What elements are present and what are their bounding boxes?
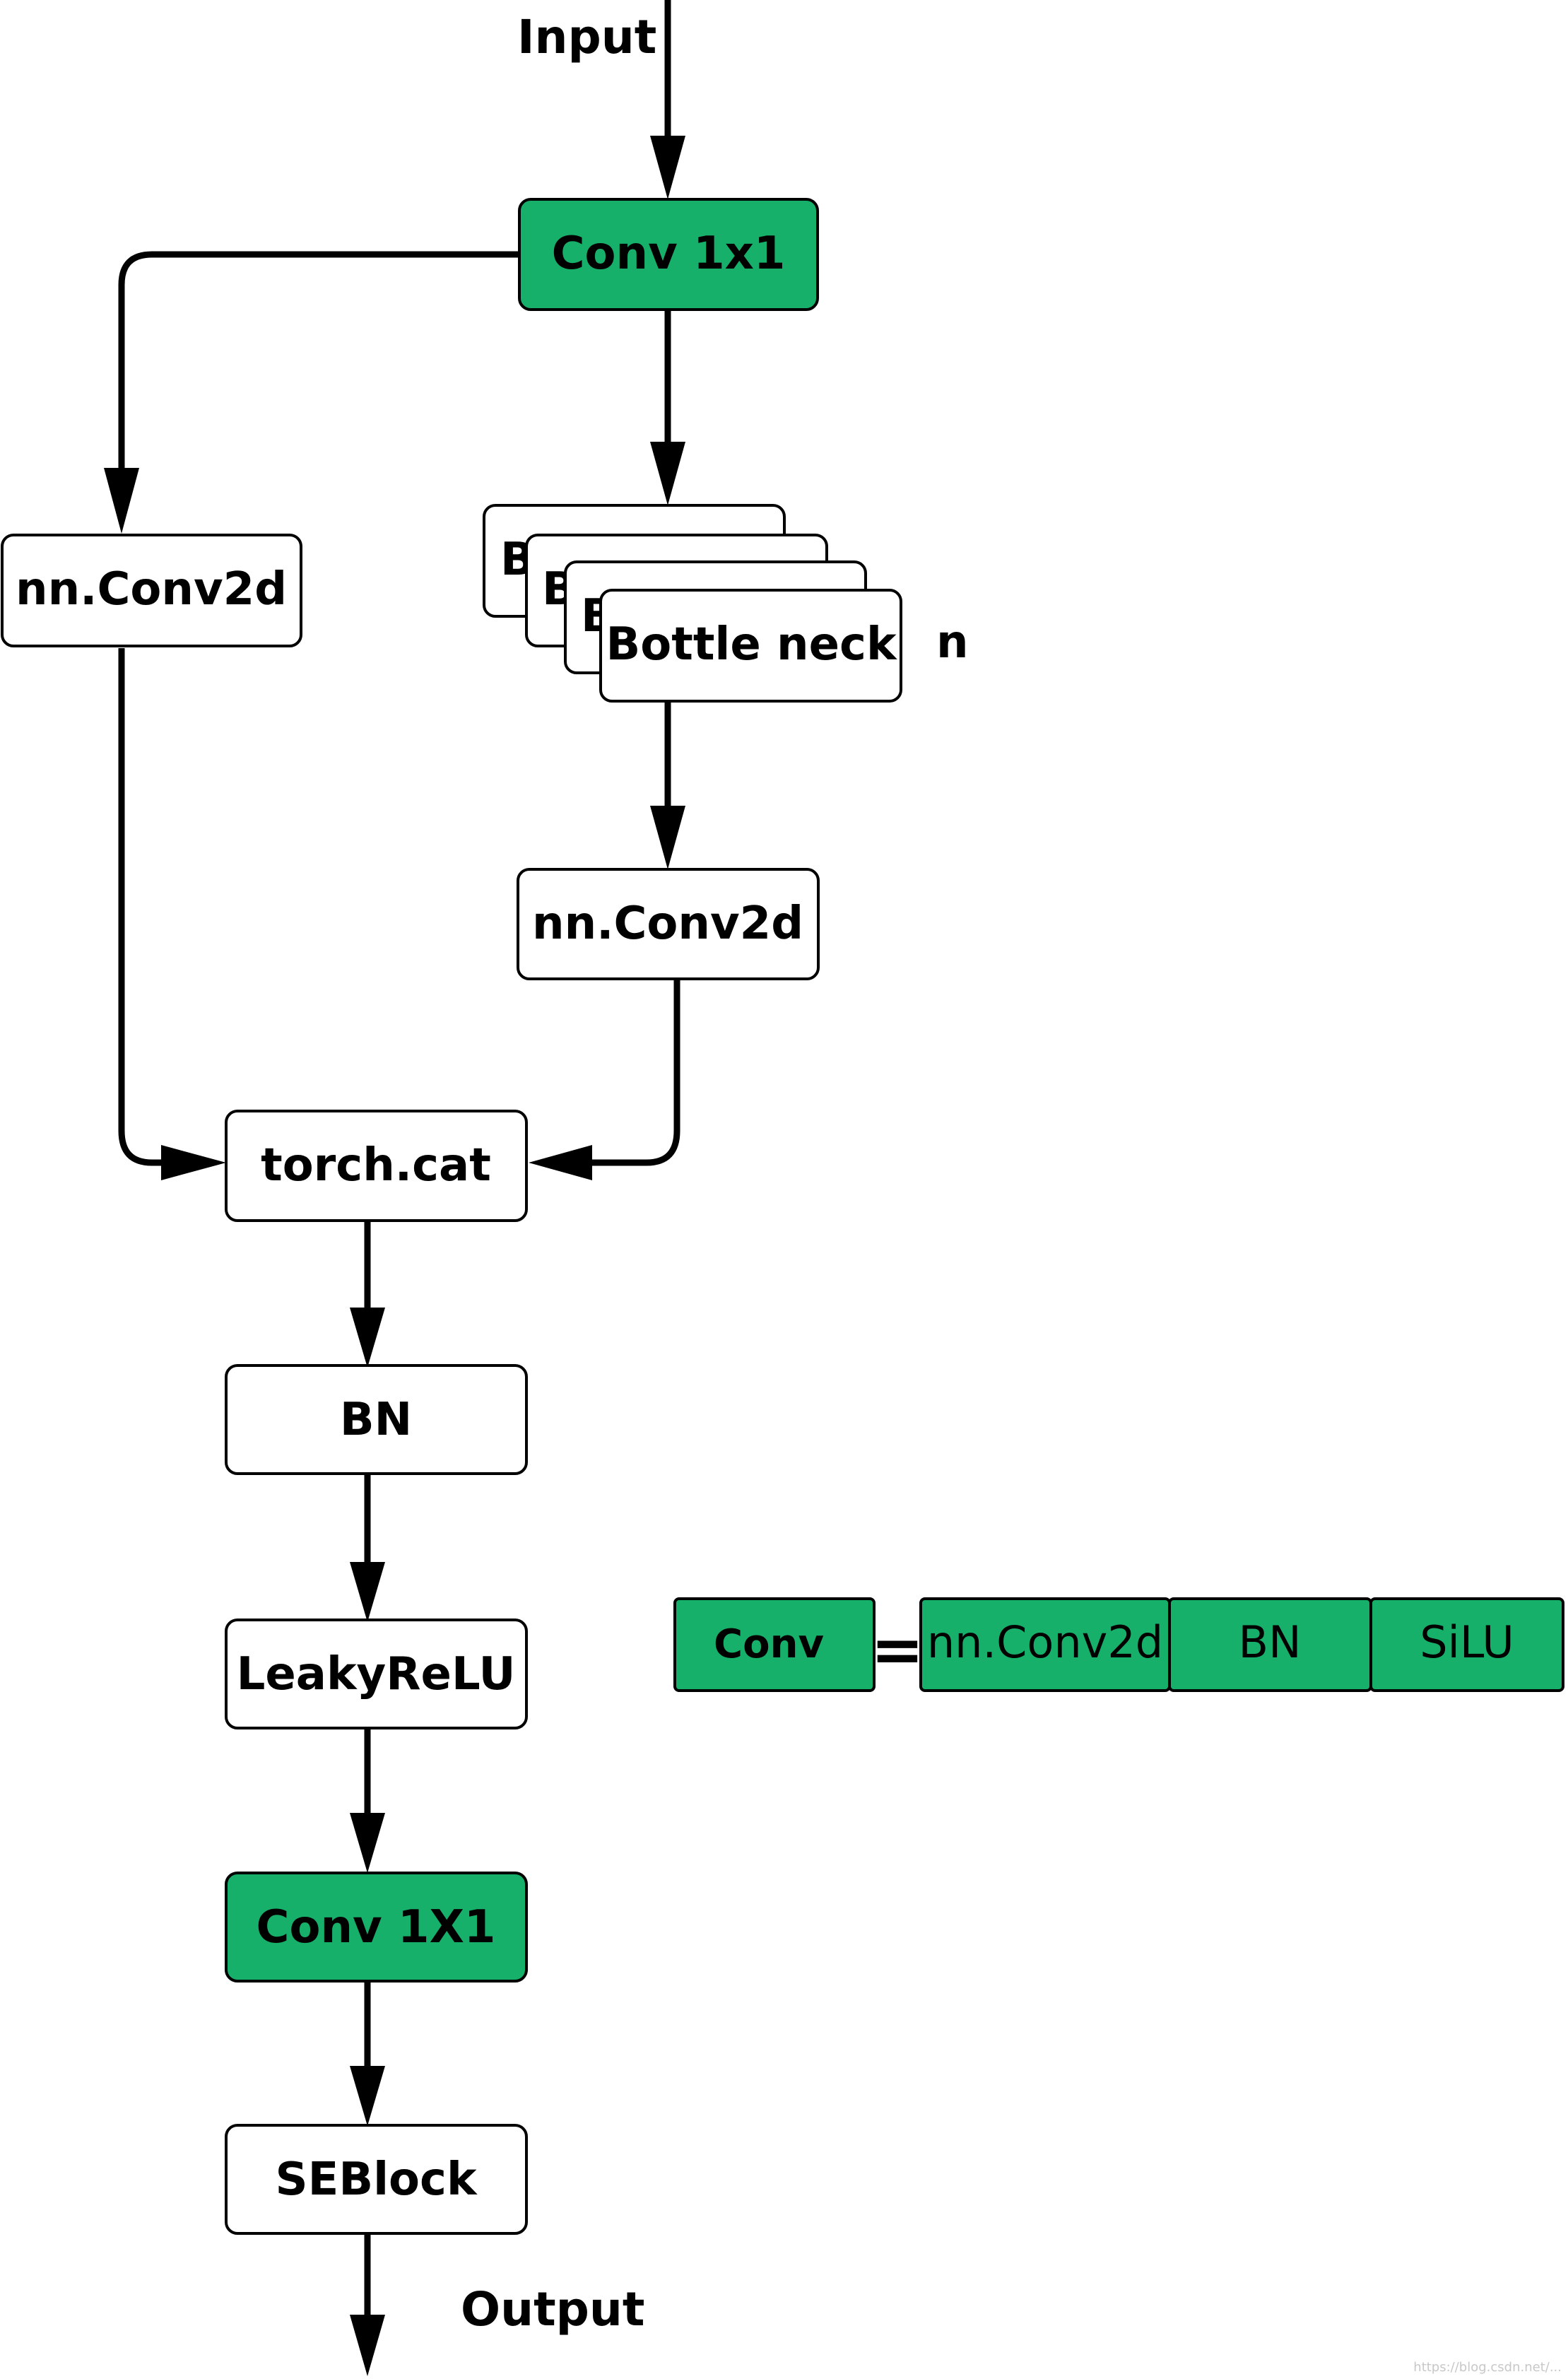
bottleneck-box	[599, 589, 902, 703]
legend-part-silu-label: SiLU	[1420, 1616, 1514, 1668]
cat-label: torch.cat	[261, 1139, 491, 1192]
bottleneck-label: Bottle neck	[606, 618, 897, 671]
legend-part-conv2d-label: nn.Conv2d	[927, 1616, 1163, 1668]
bn-to-leaky-arrowhead	[350, 1562, 385, 1622]
legend-part-silu-box	[1369, 1597, 1564, 1692]
right-to-cat-line	[576, 980, 680, 1166]
mid-branch-arrowhead	[650, 442, 685, 505]
bn-label: BN	[340, 1394, 412, 1446]
right-to-cat-arrowhead	[529, 1145, 592, 1180]
leaky-label: LeakyReLU	[237, 1648, 516, 1700]
repeat-n-label: n	[936, 616, 969, 669]
input-label: Input	[517, 10, 656, 64]
legend-part-bn-label: BN	[1239, 1616, 1302, 1668]
bn-box	[225, 1364, 528, 1475]
leaky-box	[225, 1619, 528, 1729]
leaky-to-conv-arrowhead	[350, 1813, 385, 1873]
left-to-cat-arrowhead	[161, 1145, 226, 1180]
legend-equals-sign: =	[871, 1613, 924, 1687]
conv-bottom-box	[225, 1872, 528, 1982]
conv-top-box	[518, 198, 819, 311]
left-conv-box	[1, 534, 302, 647]
left-conv-label: nn.Conv2d	[16, 563, 287, 616]
watermark-text: https://blog.csdn.net/...	[1413, 2360, 1562, 2375]
legend-conv-box	[673, 1597, 876, 1692]
input-arrowhead	[650, 136, 685, 199]
cat-box	[225, 1110, 528, 1222]
conv-bottom-label: Conv 1X1	[257, 1901, 496, 1954]
left-branch-line	[118, 251, 519, 481]
output-arrowhead	[350, 2315, 385, 2376]
conv-top-label: Conv 1x1	[552, 228, 786, 280]
cat-to-bn-arrowhead	[350, 1308, 385, 1368]
legend-conv-label: Conv	[714, 1621, 824, 1667]
left-to-cat-line	[118, 648, 177, 1166]
right-conv-label: nn.Conv2d	[532, 898, 803, 950]
bottleneck-down-arrowhead	[650, 806, 685, 869]
seblock-label: SEBlock	[276, 2154, 478, 2206]
output-label: Output	[461, 2282, 644, 2337]
seblock-box	[225, 2124, 528, 2235]
right-conv-box	[517, 868, 820, 980]
left-branch-arrowhead	[104, 468, 139, 534]
conv-to-se-arrowhead	[350, 2066, 385, 2126]
